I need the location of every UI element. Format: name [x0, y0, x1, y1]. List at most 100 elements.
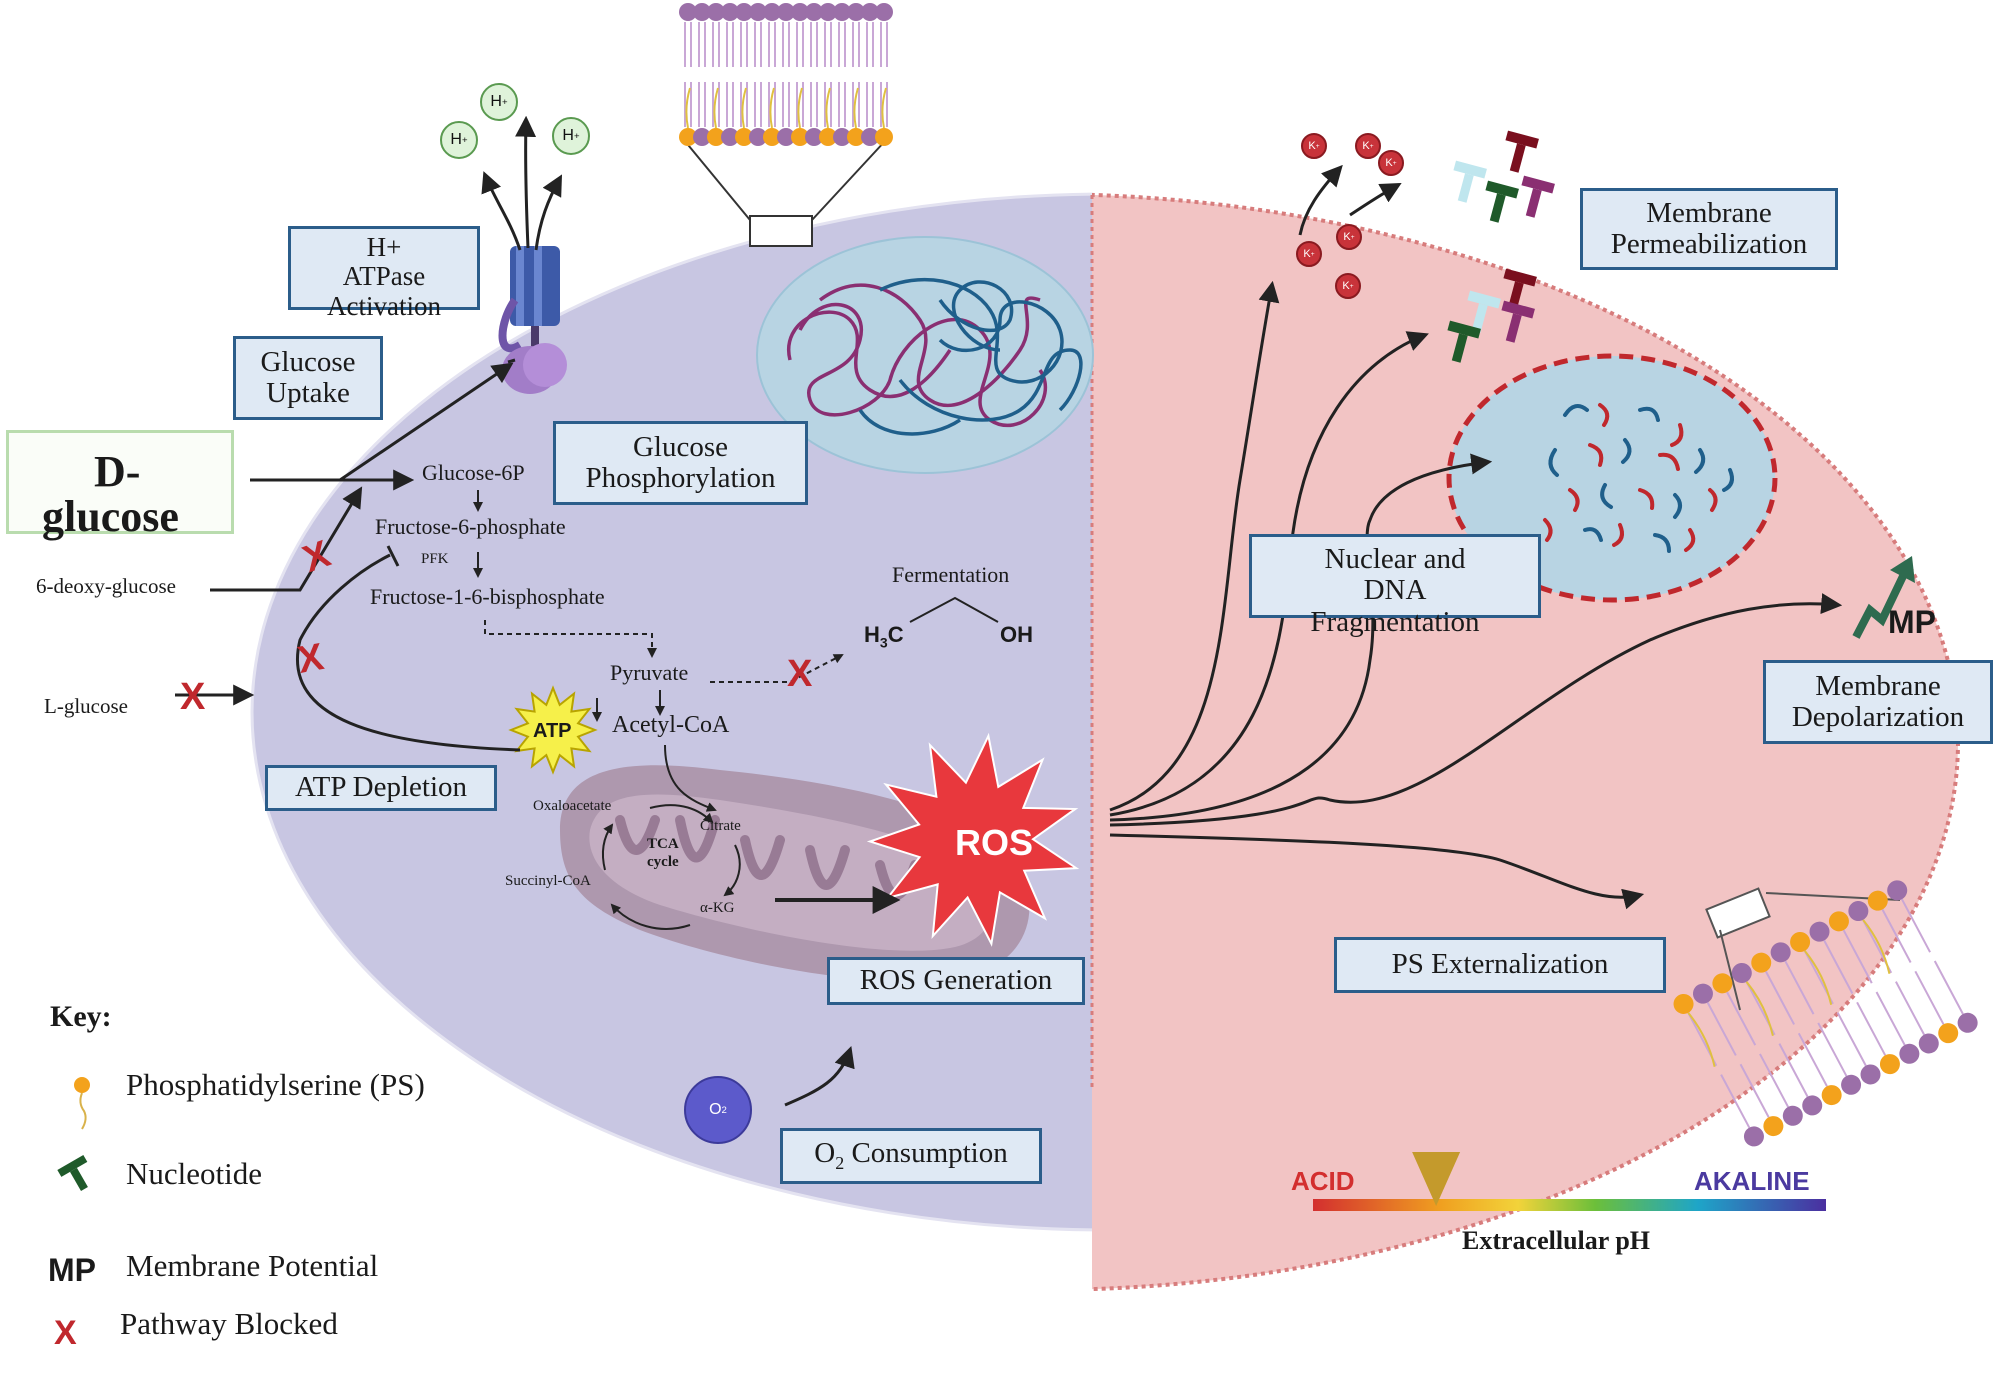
- o2-consumption-o: O: [814, 1137, 836, 1170]
- d-glucose-box: [6, 430, 234, 534]
- nucleotide-3: [1485, 180, 1519, 223]
- h-atpase-line-3: Activation: [327, 290, 441, 321]
- atp-burst: [508, 685, 598, 775]
- arrow-ros-to-ps: [1109, 833, 1645, 910]
- arrow-pump-out-2: [515, 115, 537, 249]
- ethanol-bonds: [909, 596, 999, 623]
- ethanol-c: C: [887, 622, 904, 647]
- nucleotide-4: [1521, 175, 1555, 218]
- arrow-ion-out-2: [1349, 182, 1402, 217]
- membrane-depolarization-line-2: Depolarization: [1791, 701, 1965, 733]
- blocked-mark-fermentation: X: [787, 653, 813, 695]
- arrow-ros-to-depolarization: [1109, 593, 1843, 827]
- tca-cycle-arc-2: [723, 844, 741, 897]
- potassium-ion-3: K+: [1378, 150, 1404, 176]
- tca-cycle-arc-4: [602, 823, 614, 871]
- nuclear-dna-line-3: Fragmentation: [1310, 605, 1480, 638]
- box-glucose-uptake: Glucose Uptake: [233, 336, 383, 420]
- glucose-phosphorylation-line-2: Phosphorylation: [585, 462, 776, 494]
- acetyl-coa-label: Acetyl-CoA: [612, 712, 730, 738]
- glucose-uptake-line-1: Glucose: [260, 345, 356, 378]
- box-membrane-permeabilization: Membrane Permeabilization: [1580, 188, 1838, 270]
- membrane-permeabilization-line-1: Membrane: [1646, 196, 1772, 229]
- ros-label: ROS: [955, 822, 1034, 863]
- healthy-nucleus: [756, 236, 1094, 474]
- nucleotide-5: [1467, 290, 1501, 333]
- ps-externalization-label: PS Externalization: [1391, 948, 1609, 981]
- arrow-deoxy-to-g6p: [210, 486, 363, 592]
- tca-cycle-arc-1: [649, 804, 714, 824]
- fructose-16bp-label: Fructose-1-6-bisphosphate: [370, 584, 605, 609]
- arrow-pump-out-3: [534, 174, 563, 251]
- arrow-pump-stem: [507, 358, 516, 364]
- o2-consumption-word: Consumption: [844, 1137, 1008, 1170]
- potassium-ion-5: K+: [1296, 241, 1322, 267]
- key-ps-icon: [74, 1077, 90, 1130]
- arrow-uptake-to-pump: [339, 362, 514, 482]
- box-ps-externalization: PS Externalization: [1334, 937, 1666, 993]
- potassium-ion-4: K+: [1336, 224, 1362, 250]
- oxaloacetate-label: Oxaloacetate: [533, 798, 612, 814]
- arrow-ion-out-1: [1298, 164, 1343, 236]
- akg-label: α-KG: [700, 900, 735, 916]
- ph-alkaline-label: AKALINE: [1694, 1166, 1810, 1196]
- pyruvate-label: Pyruvate: [610, 660, 689, 685]
- deoxy-glucose-label: 6-deoxy-glucose: [36, 574, 176, 598]
- d-glucose-line-2: glucose: [42, 491, 179, 541]
- fermentation-label: Fermentation: [892, 562, 1010, 587]
- tca-title: TCA cycle: [647, 835, 679, 871]
- pfk-label: PFK: [421, 551, 449, 567]
- glucose-uptake-line-2: Uptake: [266, 377, 350, 409]
- o2-consumption-label: O2 Consumption: [814, 1138, 1008, 1173]
- d-glucose-label: D- glucose: [42, 447, 179, 541]
- arrow-o2-to-ros-generation: [784, 1046, 855, 1107]
- proton-pump: [498, 246, 567, 394]
- atp-depletion-label: ATP Depletion: [294, 771, 468, 804]
- oxygen-molecule: [684, 1076, 752, 1144]
- nucleotide-8: [1501, 300, 1535, 343]
- tca-cycle-arc-3: [610, 903, 691, 930]
- proton-ion-1: H+: [480, 83, 518, 121]
- key-item-blocked: Pathway Blocked: [120, 1306, 338, 1341]
- box-glucose-phosphorylation: Glucose Phosphorylation: [553, 421, 808, 505]
- glucose-6p-label: Glucose-6P: [422, 460, 525, 485]
- glucose-phosphorylation-line-1: Glucose: [632, 430, 729, 463]
- arrow-ros-to-ion-leak: [1109, 280, 1280, 812]
- ph-acid-label: ACID: [1291, 1166, 1355, 1196]
- tca-title-line-1: TCA: [647, 836, 679, 852]
- box-h-atpase-activation: H+ ATPase Activation: [288, 226, 480, 320]
- arrow-fbp-to-pyruvate: [484, 620, 657, 658]
- key-nucleotide-icon: [57, 1155, 88, 1191]
- d-glucose-line-1: D-: [94, 447, 141, 496]
- key-item-ps: Phosphatidylserine (PS): [126, 1067, 425, 1102]
- box-atp-depletion: ATP Depletion: [265, 765, 497, 811]
- arrow-pyruvate-to-fermentation: [710, 654, 844, 683]
- ethanol-sub: 3: [879, 634, 888, 651]
- box-membrane-depolarization: Membrane Depolarization: [1763, 660, 1993, 744]
- tca-title-line-2: cycle: [647, 854, 679, 870]
- key-item-mp: Membrane Potential: [126, 1248, 379, 1283]
- membrane-permeabilization-line-2: Permeabilization: [1610, 228, 1808, 260]
- potassium-ion-2: K+: [1355, 133, 1381, 159]
- box-nuclear-dna-fragmentation: Nuclear and DNA Fragmentation: [1249, 534, 1541, 637]
- arrow-atp-depletion: [296, 553, 521, 752]
- o2-consumption-sub: 2: [835, 1153, 845, 1174]
- blocked-mark-l-glucose: X: [180, 676, 206, 718]
- mp-label: MP: [1888, 604, 1936, 640]
- succinyl-coa-label: Succinyl-CoA: [505, 873, 591, 889]
- box-ros-generation: ROS Generation: [827, 957, 1085, 1005]
- citrate-label: Citrate: [700, 818, 741, 834]
- membrane-depolarization-line-1: Membrane: [1815, 669, 1941, 702]
- nucleotide-1: [1505, 130, 1539, 173]
- membrane-zoom-top: [679, 3, 893, 247]
- ethanol-h: H: [864, 622, 880, 647]
- pfk-inhibition-bar: [386, 545, 400, 567]
- arrow-acetylcoa-to-citrate: [664, 744, 717, 812]
- ph-scale-title: Extracellular pH: [1462, 1226, 1651, 1255]
- ph-scale-bar: [1313, 1199, 1826, 1211]
- ros-generation-label: ROS Generation: [859, 964, 1053, 997]
- key-title: Key:: [50, 1000, 112, 1033]
- proton-ion-3: H+: [552, 117, 590, 155]
